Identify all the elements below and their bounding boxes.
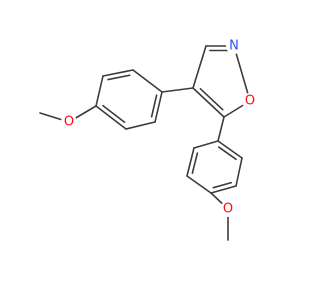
bond-b5-b6 [186, 147, 195, 177]
bond-b3-b4 [210, 185, 237, 194]
bond-b3-b4-inner [212, 181, 233, 189]
molecule-structure: N O O O [39, 38, 258, 241]
bond-c4-c3 [192, 45, 207, 89]
bond-a6-a1-inner [150, 94, 158, 118]
atom-label-n-isoxazole: N [229, 39, 239, 54]
bond-c5-b1 [217, 116, 225, 142]
bond-c4-a1 [161, 87, 194, 93]
atom-label-o-methoxy-left: O [64, 115, 74, 130]
bond-b1-b2-inner [217, 146, 237, 161]
bond-b6-b1 [193, 140, 219, 149]
bond-b4-b5 [186, 175, 212, 194]
bond-a3-a4 [95, 75, 104, 107]
bond-a4-a5-inner [102, 104, 126, 124]
bond-a2-a3 [102, 69, 134, 77]
bond-n2-o1 [233, 45, 251, 102]
atom-label-o-isoxazole: O [245, 94, 255, 109]
atom-n-isoxazole: N [226, 38, 242, 54]
atom-o-methoxy-left: O [61, 114, 77, 130]
bond-a5-a6 [125, 121, 156, 130]
bond-a4-a5 [95, 105, 127, 130]
bond-layer [39, 45, 251, 241]
bond-b2-b3 [235, 157, 243, 187]
atom-label-o-methoxy-bottom: O [223, 202, 233, 217]
bond-a6-a1 [154, 91, 163, 123]
bond-c5-c4 [192, 87, 225, 118]
bond-a2-a3-inner [107, 74, 131, 81]
bond-c5-c4-inner [199, 87, 224, 111]
bond-b5-b6-inner [191, 152, 199, 174]
bond-b1-b2 [217, 140, 243, 159]
atom-o-methoxy-bottom: O [220, 201, 236, 217]
atom-o-isoxazole: O [242, 93, 258, 109]
bond-a1-a2 [132, 69, 163, 93]
